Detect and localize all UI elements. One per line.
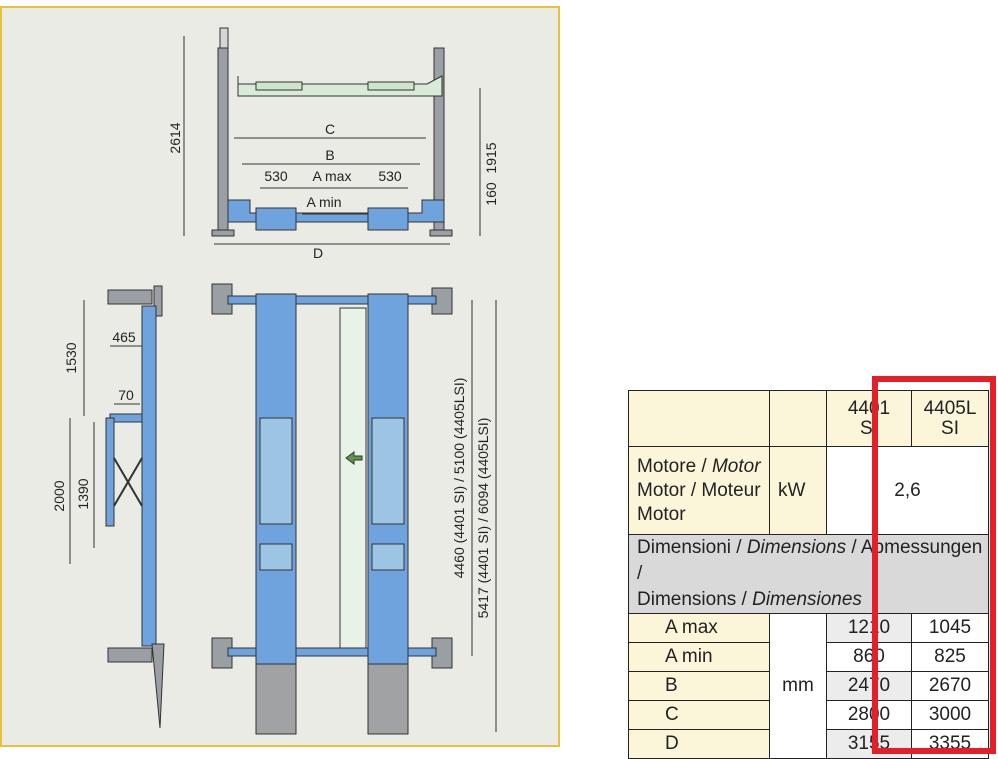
dim-length-b: 5417 (4401 SI) / 6094 (4405LSI) bbox=[475, 418, 491, 619]
right-jack bbox=[367, 207, 409, 231]
dim-small-offset: 70 bbox=[118, 387, 134, 403]
row-value-4405: 1045 bbox=[911, 613, 989, 643]
dim-side-top: 1530 bbox=[63, 342, 79, 373]
row-label: A max bbox=[628, 613, 770, 643]
lift-dimension-drawing: 2614 1915 160 C B 530 A max 530 A min D … bbox=[51, 27, 499, 735]
right-jack-top bbox=[371, 417, 405, 525]
upper-runway bbox=[237, 75, 443, 97]
dim-lower-height: 160 bbox=[483, 182, 499, 206]
motor-value: 2,6 bbox=[826, 446, 989, 535]
dim-upper-height: 1915 bbox=[483, 142, 499, 173]
dim-a-max: A max bbox=[313, 168, 352, 184]
dim-b-label: B bbox=[325, 147, 334, 163]
left-jack-top bbox=[259, 417, 293, 525]
row-label: A min bbox=[628, 642, 770, 672]
row-label: D bbox=[628, 729, 770, 759]
row-value-4405: 3000 bbox=[911, 700, 989, 730]
dim-side-mid: 1390 bbox=[75, 478, 91, 509]
side-runway bbox=[105, 417, 115, 527]
top-view bbox=[211, 283, 497, 735]
header-empty-unit-cell bbox=[769, 390, 827, 447]
dim-arm-offset: 465 bbox=[112, 329, 136, 345]
dim-total-height: 2614 bbox=[167, 122, 183, 153]
dim-left-pad: 530 bbox=[264, 168, 288, 184]
row-value-4405: 2670 bbox=[911, 671, 989, 701]
dim-length-a: 4460 (4401 SI) / 5100 (4405LSI) bbox=[451, 378, 467, 579]
arrow-icon bbox=[345, 451, 363, 465]
column-cap bbox=[219, 27, 229, 49]
table-row: D 3155 3355 bbox=[628, 729, 989, 759]
right-ramp bbox=[367, 663, 409, 735]
motor-label-cell: Motore / Motor Motor / Moteur Motor bbox=[628, 446, 770, 535]
row-value-4405: 825 bbox=[911, 642, 989, 672]
side-view bbox=[69, 285, 165, 729]
row-value-4401: 1210 bbox=[826, 613, 912, 643]
left-column bbox=[217, 47, 229, 231]
table-row: A max mm 1210 1045 bbox=[628, 613, 989, 759]
row-label: C bbox=[628, 700, 770, 730]
front-view bbox=[183, 27, 481, 245]
technical-drawing-panel: 2614 1915 160 C B 530 A max 530 A min D … bbox=[0, 6, 560, 747]
specification-table: 4401 SI 4405L SI Motore / Motor Motor / … bbox=[628, 390, 989, 759]
dim-d-label: D bbox=[313, 245, 323, 261]
left-jack bbox=[255, 207, 297, 231]
dim-side-total: 2000 bbox=[51, 480, 67, 511]
dim-c-label: C bbox=[325, 121, 335, 137]
motor-unit: kW bbox=[769, 446, 827, 535]
unit-mm: mm bbox=[769, 613, 827, 759]
dimensions-header: Dimensioni / Dimensions / Abmessungen / … bbox=[628, 534, 989, 614]
dim-a-min: A min bbox=[306, 194, 341, 210]
highlight-box bbox=[872, 376, 996, 754]
side-column bbox=[141, 305, 157, 647]
header-empty-cell bbox=[628, 390, 770, 447]
table-row: C 2800 3000 bbox=[628, 700, 989, 730]
row-value-4401: 2800 bbox=[826, 700, 912, 730]
left-ramp bbox=[255, 663, 297, 735]
row-label: B bbox=[628, 671, 770, 701]
dim-right-pad: 530 bbox=[378, 168, 402, 184]
center-plate bbox=[339, 307, 367, 649]
